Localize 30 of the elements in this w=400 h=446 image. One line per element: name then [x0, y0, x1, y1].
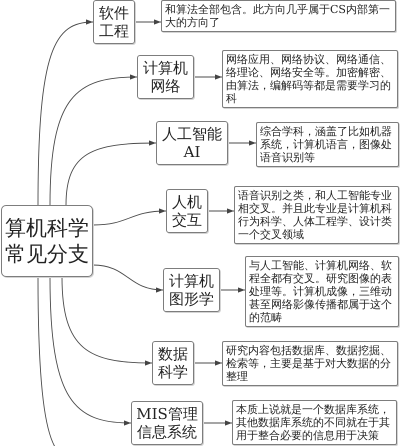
arrow	[92, 208, 166, 226]
arrow	[50, 74, 138, 206]
branch-box: 计算机网络	[137, 55, 194, 99]
arrow	[202, 420, 232, 426]
arrow	[228, 140, 256, 146]
arrow	[92, 264, 164, 292]
note-box: 本质上说就是一个数据库系统，其他数据库系统的不同就在于其用于整合必要的信息用于决策	[232, 400, 398, 445]
arrow	[220, 287, 246, 293]
note-box: 研究内容包括数据库、数据挖掘、检索等，主要是基于对大数据的分整理	[222, 341, 398, 386]
connector-line	[38, 276, 56, 446]
branch-box: 数据科学	[152, 341, 194, 385]
note-box: 语音识别之类，和人工智能专业相交叉。并且此专业是计算机科行为科学、人体工程学、设计类一个交叉领域	[234, 186, 400, 244]
branch-box: 计算机图形学	[163, 268, 220, 312]
note-box: 网络应用、网络协议、网络通信、络理论、网络安全等。加密解密、由算法，编解码等都是需要学习的科	[222, 50, 398, 108]
branch-box: 人机交互	[166, 189, 208, 233]
topic-box: 算机科学常见分支	[1, 205, 93, 277]
arrow	[38, 20, 94, 206]
note-box: 和算法全部包含。此方向几乎属于CS内部第一大的方向了	[161, 0, 396, 32]
note-box: 与人工智能、计算机网络、软程全都有交叉。研究图像的表处理等。计算机成像，三维动甚至网络影像传播都属于这个的范畴	[245, 256, 400, 327]
arrow	[62, 276, 152, 366]
arrow	[134, 19, 162, 25]
note-box: 综合学科，涵盖了比如机器系统，计算机语言，图像处语音识别等	[256, 122, 400, 167]
arrow	[194, 360, 222, 366]
branch-box: MIS管理信息系统	[131, 401, 203, 445]
arrow	[66, 140, 156, 206]
arrow	[208, 208, 234, 214]
branch-box: 软件工程	[93, 0, 135, 44]
arrow	[50, 276, 132, 426]
arrow	[194, 74, 222, 80]
branch-box: 人工智能AI	[156, 121, 228, 165]
